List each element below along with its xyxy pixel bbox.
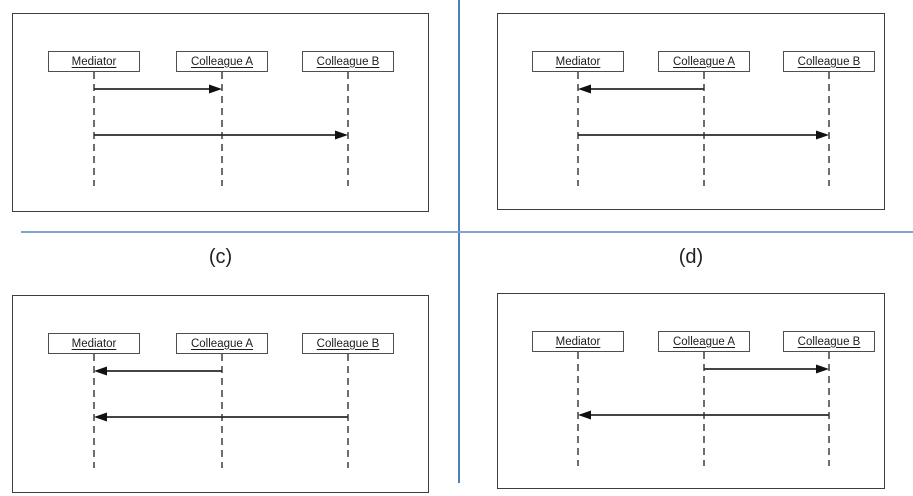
caption-c: (c) (208, 246, 233, 268)
participant-box-colleague-a: Colleague A (658, 331, 750, 352)
participant-box-colleague-b: Colleague B (783, 331, 875, 352)
participant-label: Colleague A (672, 335, 736, 348)
lifelines-and-messages-layer (577, 72, 830, 186)
message-arrowhead-0 (816, 364, 829, 374)
sequence-diagram-top-left: Mediator Colleague A Colleague B (12, 13, 429, 212)
participant-box-colleague-a: Colleague A (176, 51, 268, 72)
divider-horizontal-line (21, 231, 913, 233)
participant-label: Colleague B (797, 335, 861, 348)
participant-box-colleague-b: Colleague B (302, 51, 394, 72)
participant-label: Mediator (71, 337, 117, 350)
participant-label: Mediator (555, 55, 601, 68)
participant-box-colleague-b: Colleague B (302, 333, 394, 354)
divider-vertical-line (458, 0, 460, 483)
participant-box-mediator: Mediator (48, 51, 140, 72)
participant-box-colleague-b: Colleague B (783, 51, 875, 72)
lifelines-and-messages-layer (93, 354, 349, 468)
participant-label: Colleague A (190, 337, 254, 350)
message-arrowhead-0 (94, 366, 107, 376)
participant-label: Colleague B (316, 55, 380, 68)
participant-label: Colleague B (797, 55, 861, 68)
participant-label: Mediator (555, 335, 601, 348)
participant-box-colleague-a: Colleague A (176, 333, 268, 354)
message-arrowhead-0 (578, 84, 591, 94)
participant-box-mediator: Mediator (532, 331, 624, 352)
lifelines-and-messages-layer (93, 72, 349, 186)
caption-d: (d) (678, 246, 704, 268)
message-arrowhead-1 (335, 130, 348, 140)
participant-label: Mediator (71, 55, 117, 68)
participant-label: Colleague A (672, 55, 736, 68)
participant-label: Colleague A (190, 55, 254, 68)
participant-box-colleague-a: Colleague A (658, 51, 750, 72)
participant-box-mediator: Mediator (48, 333, 140, 354)
participant-box-mediator: Mediator (532, 51, 624, 72)
lifelines-and-messages-layer (577, 352, 830, 466)
message-arrowhead-1 (578, 410, 591, 420)
participant-label: Colleague B (316, 337, 380, 350)
message-arrowhead-1 (816, 130, 829, 140)
sequence-diagram-bottom-left: Mediator Colleague A Colleague B (12, 295, 429, 493)
message-arrowhead-1 (94, 412, 107, 422)
message-arrowhead-0 (209, 84, 222, 94)
sequence-diagram-bottom-right: Mediator Colleague A Colleague B (497, 293, 885, 489)
sequence-diagram-top-right: Mediator Colleague A Colleague B (497, 13, 885, 210)
